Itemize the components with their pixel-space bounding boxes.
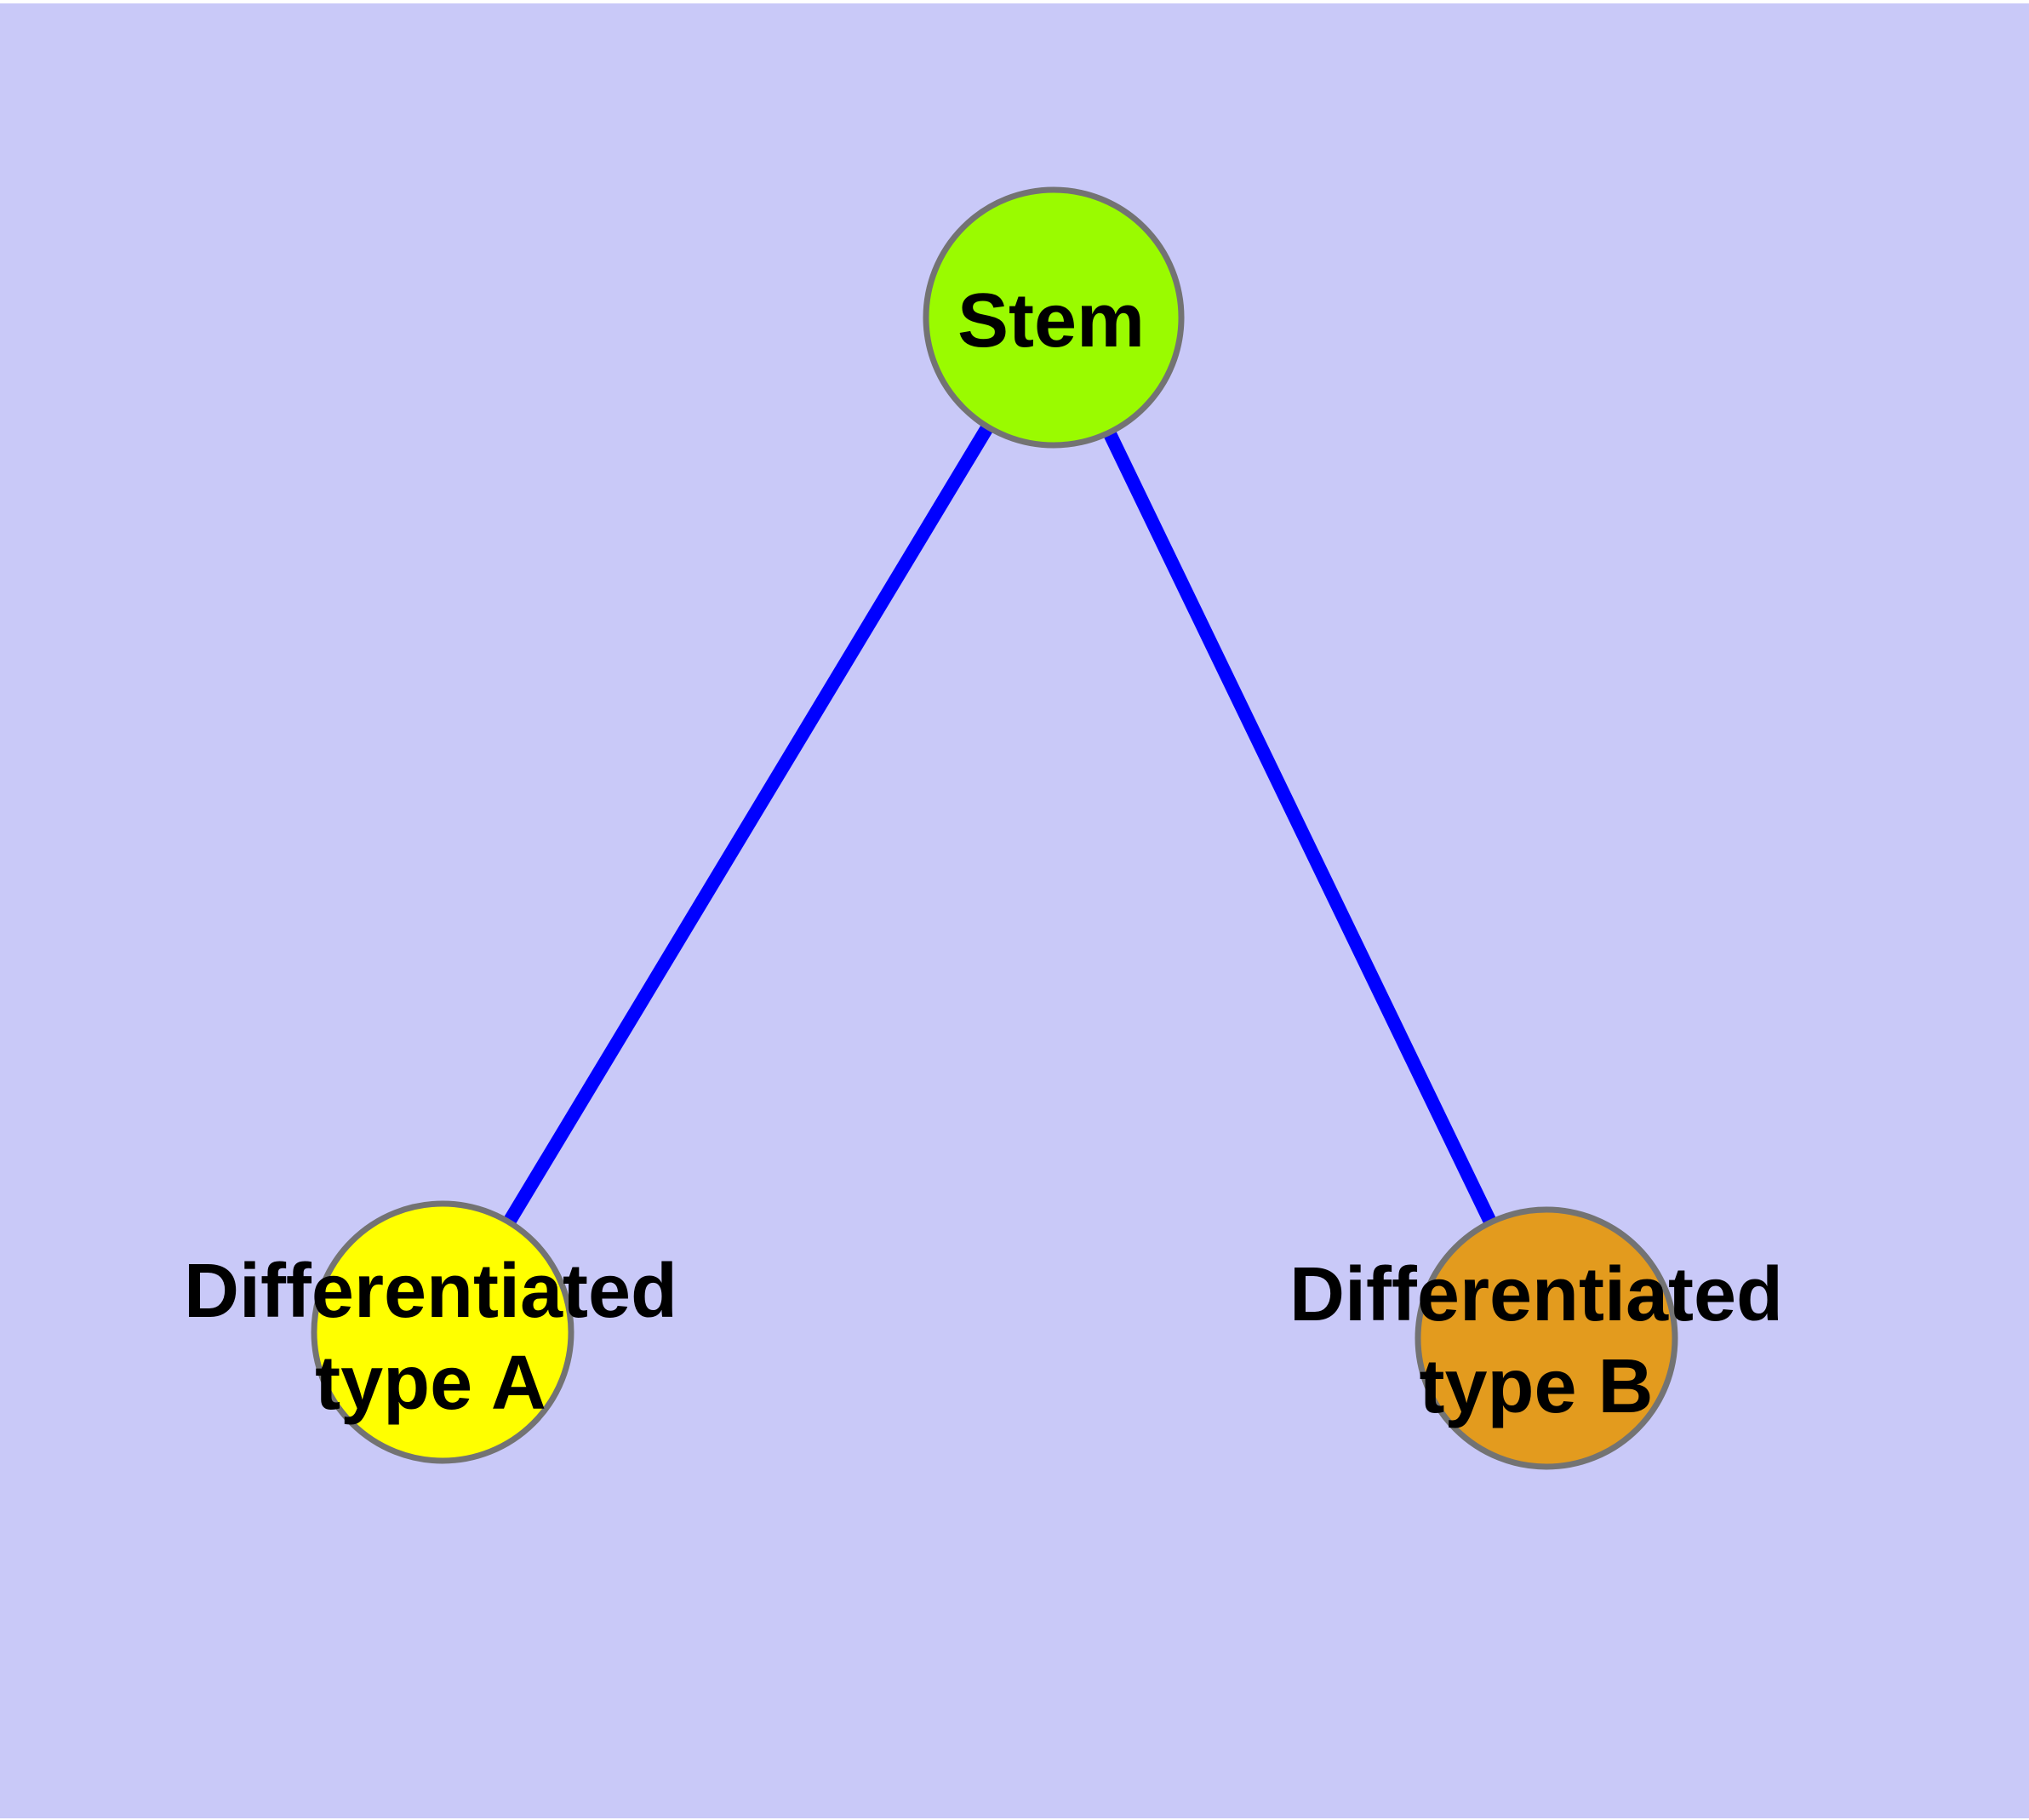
node-stem-circle	[923, 186, 1185, 449]
edge-stem-to-type-a	[437, 313, 1060, 1336]
node-type-a-circle	[311, 1200, 574, 1464]
node-type-a-label-line1: Differentiated	[184, 1249, 677, 1334]
node-type-b-label-line2: type B	[1419, 1344, 1653, 1429]
node-stem-label: Stem	[957, 278, 1145, 363]
node-type-b-circle	[1415, 1206, 1678, 1470]
node-type-b-label-line1: Differentiated	[1289, 1252, 1783, 1337]
edge-stem-to-type-b	[1047, 314, 1553, 1342]
node-type-a-label-line2: type A	[315, 1341, 546, 1426]
